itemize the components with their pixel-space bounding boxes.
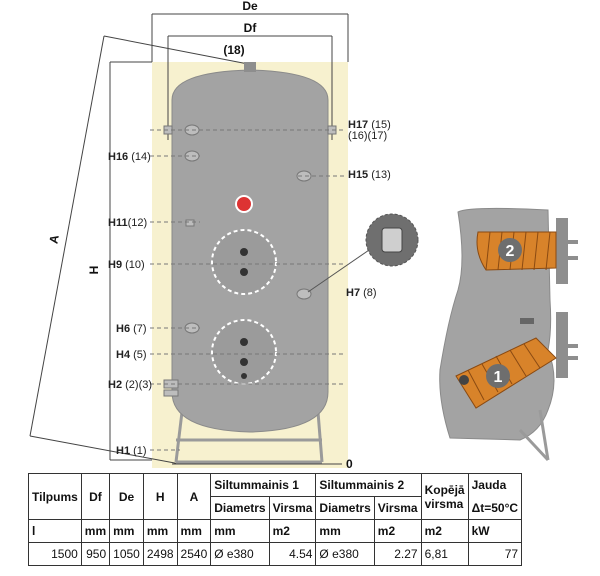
de-label: De <box>242 0 258 13</box>
unit-cell: m2 <box>373 519 422 543</box>
header-df: Df <box>80 473 111 520</box>
value-cell: 1500 <box>28 542 82 566</box>
thermometer-icon <box>235 195 253 213</box>
height-lines <box>150 129 346 451</box>
left-dimensions <box>29 35 249 465</box>
coil-2-badge <box>498 238 522 262</box>
label-h9: H9 (10) <box>108 259 145 271</box>
spec-table: Tilpums Df De H A Siltummainis 1 Siltumm… <box>28 473 523 566</box>
value-cell: 2540 <box>176 542 212 566</box>
table-header-row-1: Tilpums Df De H A Siltummainis 1 Siltumm… <box>28 473 523 520</box>
header-a: A <box>176 473 212 520</box>
tank-diagram: De Df (18) A H 0 <box>29 0 578 470</box>
unit-cell: mm <box>142 519 178 543</box>
header-virsma-2: Virsma <box>373 496 422 520</box>
unit-cell: mm <box>176 519 212 543</box>
flange-lower <box>211 319 277 385</box>
header-tilpums: Tilpums <box>28 473 82 520</box>
a-label: A <box>46 233 61 244</box>
coil-1-number: 1 <box>494 369 503 386</box>
label-h2: H2 (2)(3) <box>108 379 152 391</box>
table-header-row-2: Diametrs Virsma Diametrs Virsma Δt=50°C <box>29 496 523 520</box>
unit-cell: kW <box>467 519 523 543</box>
label-h15: H15 (13) <box>348 169 391 181</box>
header-coil2: Siltummainis 2 <box>315 473 422 497</box>
header-diametrs-2: Diametrs <box>315 496 375 520</box>
h-label: H <box>87 266 101 275</box>
header-dt: Δt=50°C <box>467 496 523 520</box>
zoom-leader <box>307 247 373 293</box>
flange-upper <box>211 229 277 295</box>
cutaway-legs <box>518 409 550 462</box>
value-cell: 2498 <box>142 542 178 566</box>
value-cell: Ø e380 <box>315 542 375 566</box>
label-h11: H11(12) <box>108 217 147 229</box>
df-label: Df <box>244 21 258 35</box>
value-cell: 950 <box>80 542 111 566</box>
header-de: De <box>109 473 144 520</box>
label-h17: H17 (15) <box>348 119 391 131</box>
value-cell: Ø e380 <box>210 542 270 566</box>
top-port-label: (18) <box>223 43 244 57</box>
label-h6: H6 (7) <box>116 323 147 335</box>
value-cell: 77 <box>467 542 523 566</box>
label-h4: H4 (5) <box>116 349 147 361</box>
header-diametrs-1: Diametrs <box>210 496 270 520</box>
unit-cell: m2 <box>268 519 317 543</box>
zoom-detail <box>381 227 403 253</box>
unit-cell: mm <box>210 519 270 543</box>
unit-cell: mm <box>315 519 375 543</box>
table-row: 1500 950 1050 2498 2540 Ø e380 4.54 Ø e3… <box>28 542 523 566</box>
coil-1-badge <box>486 364 510 388</box>
unit-cell: mm <box>80 519 111 543</box>
label-h1: H1 (1) <box>116 445 147 457</box>
table-units-row: l mm mm mm mm mm m2 mm m2 m2 kW <box>28 519 523 543</box>
unit-cell: mm <box>109 519 144 543</box>
header-jauda: Jauda <box>467 473 523 497</box>
header-h: H <box>142 473 178 520</box>
zero-label: 0 <box>346 457 353 470</box>
label-h16: H16 (14) <box>108 151 151 163</box>
value-cell: 2.27 <box>373 542 422 566</box>
value-cell: 6,81 <box>420 542 469 566</box>
header-coil1: Siltummainis 1 <box>210 473 317 497</box>
unit-cell: m2 <box>420 519 469 543</box>
tank-legs <box>174 411 324 464</box>
header-virsma-1: Virsma <box>268 496 317 520</box>
label-h17-extra: (16)(17) <box>348 130 387 142</box>
top-dimensions <box>151 13 349 140</box>
header-kopeja: Kopējā virsma <box>420 473 469 520</box>
top-nozzle <box>244 62 256 72</box>
value-cell: 1050 <box>109 542 144 566</box>
cutaway-flanges <box>556 218 578 378</box>
label-h7: H7 (8) <box>346 287 377 299</box>
unit-cell: l <box>28 519 82 543</box>
coil-2-number: 2 <box>506 243 515 260</box>
cutaway-port <box>520 318 534 324</box>
value-cell: 4.54 <box>268 542 317 566</box>
